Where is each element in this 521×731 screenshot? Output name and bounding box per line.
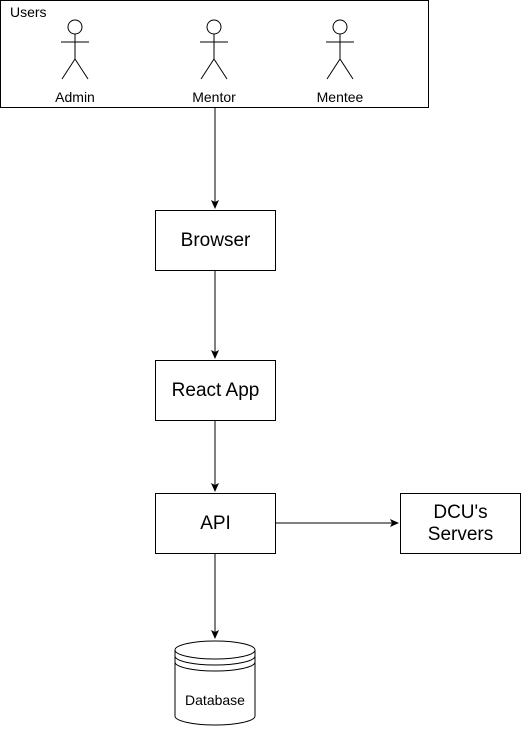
dcu-servers-node: DCU's Servers <box>400 493 521 554</box>
database-cylinder-icon <box>174 640 256 726</box>
actor-label: Mentor <box>192 89 236 105</box>
users-group-label: Users <box>10 4 47 20</box>
stick-figure-icon <box>61 19 89 80</box>
browser-node: Browser <box>155 210 276 271</box>
database-node: Database <box>174 640 256 726</box>
actor-admin: Admin <box>35 1 115 105</box>
actor-mentee: Mentee <box>300 1 380 105</box>
actor-label: Admin <box>55 89 95 105</box>
actor-label: Mentee <box>316 89 364 105</box>
api-node: API <box>155 493 276 554</box>
dcu-servers-label-line2: Servers <box>427 523 494 545</box>
stick-figure-icon <box>326 19 354 80</box>
react-app-node: React App <box>155 360 276 421</box>
react-app-node-label: React App <box>171 379 260 401</box>
database-label: Database <box>185 692 245 708</box>
stick-figure-icon <box>200 19 228 80</box>
actor-mentor: Mentor <box>174 1 254 105</box>
users-group: Users Admin Mentor <box>0 0 429 108</box>
dcu-servers-label-line1: DCU's <box>433 501 488 523</box>
api-node-label: API <box>200 512 231 534</box>
browser-node-label: Browser <box>180 229 251 251</box>
